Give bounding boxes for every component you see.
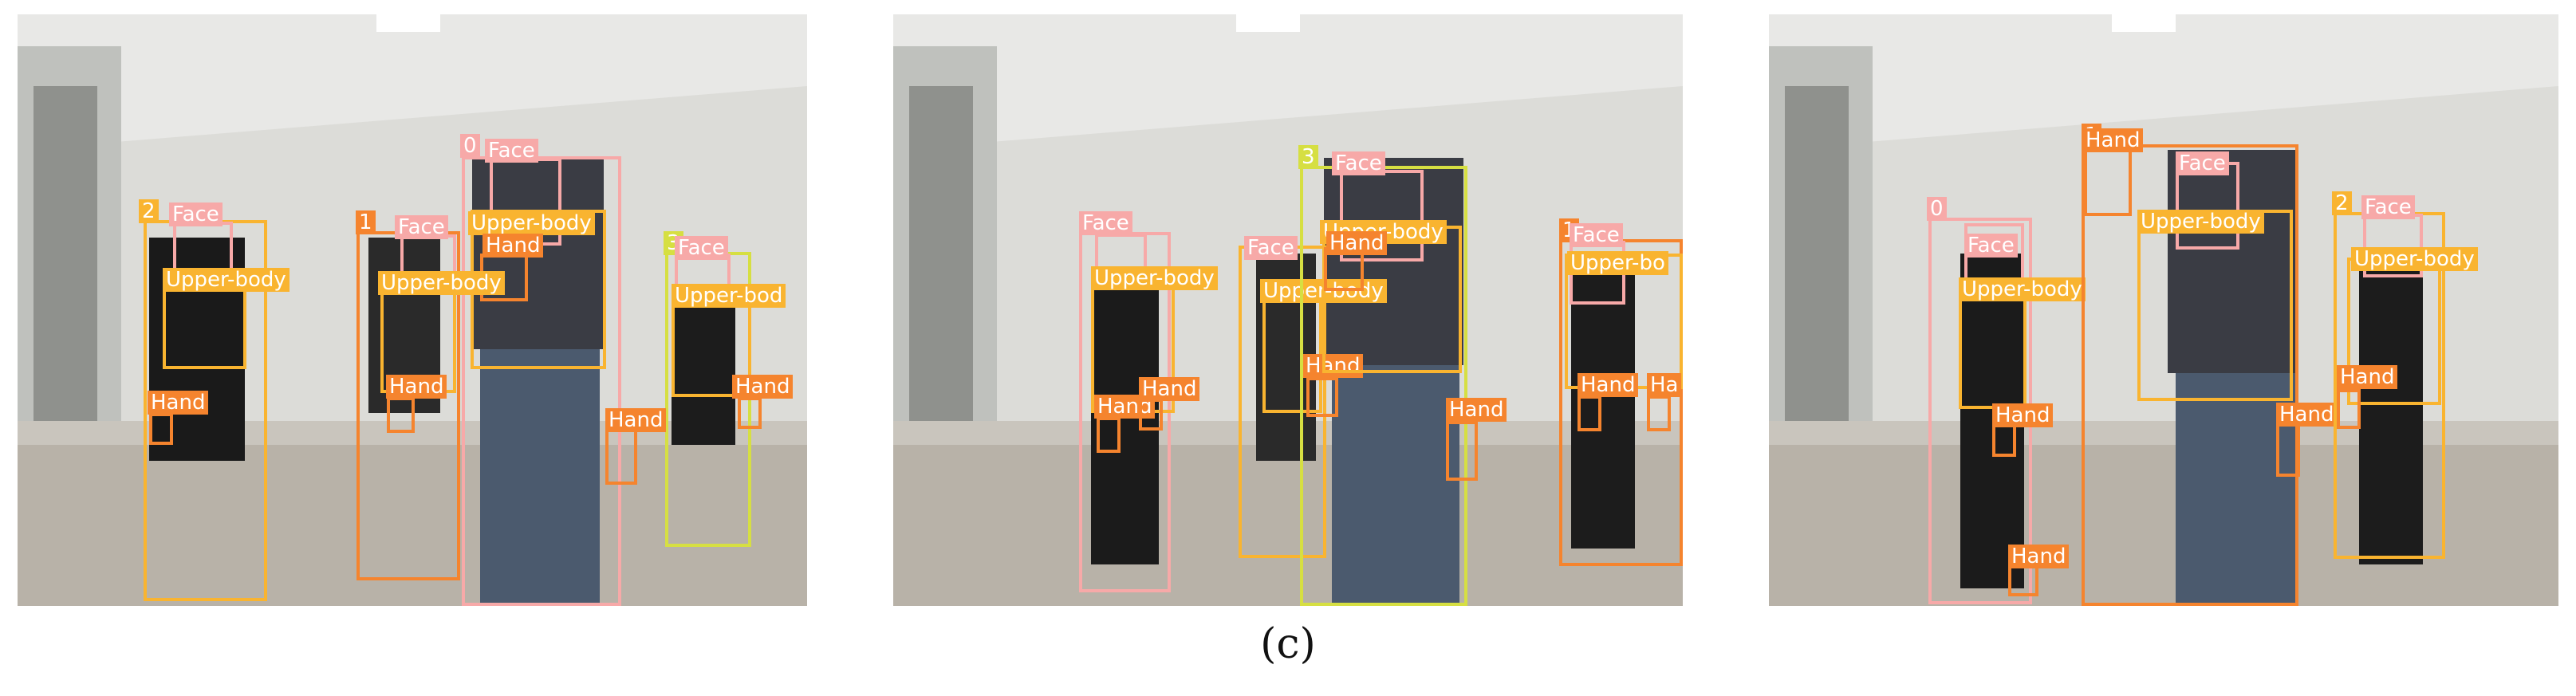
track-id-tag: 2: [139, 199, 159, 223]
hand-tag: Hand: [1326, 231, 1388, 255]
upper-body-tag: Upper-body: [1091, 266, 1218, 290]
hand-box: [1306, 377, 1338, 417]
hand-tag: Hand: [1992, 403, 2054, 427]
hand-tag: Hand: [2276, 403, 2338, 427]
hand-box: [1578, 395, 1601, 431]
figure-caption: (c): [1260, 620, 1316, 668]
hand-box: [1446, 421, 1478, 481]
face-tag: Face: [1570, 223, 1623, 247]
face-tag: Face: [1964, 234, 2018, 258]
hand-box: [1647, 395, 1671, 431]
hand-box: [149, 413, 173, 445]
hand-tag: Hand: [2008, 545, 2070, 568]
face-tag: Face: [675, 236, 728, 260]
hand-box: [1139, 399, 1163, 431]
scene-photo-3: [1769, 14, 2558, 606]
hand-tag: Hand: [148, 391, 209, 415]
upper-body-tag: Upper-body: [1959, 277, 2086, 301]
track-id-tag: 2: [2332, 191, 2352, 215]
hand-tag: Hand: [1578, 373, 1639, 397]
hand-tag: Hand: [386, 375, 447, 399]
hand-tag: Hand: [1094, 395, 1156, 419]
hand-tag: Hand: [1446, 398, 1507, 422]
upper-body-tag: Upper-body: [2351, 247, 2478, 271]
track-id-tag: 3: [1298, 145, 1318, 169]
hand-box: [2276, 421, 2300, 477]
person-1-box: [2082, 144, 2298, 606]
photo-panel-1: 0 Face Upper-body Hand 2 Face Upper-body…: [18, 14, 807, 606]
upper-body-tag: Upper-body: [378, 271, 505, 295]
face-tag: Face: [395, 215, 448, 239]
upper-body-tag: Upper-body: [2137, 210, 2264, 234]
upper-body-box: [2137, 210, 2293, 401]
hand-tag: Hand: [732, 375, 794, 399]
face-tag: Face: [1332, 151, 1385, 175]
upper-body-tag: Upper-body: [468, 211, 595, 235]
hand-tag: Hand: [2082, 128, 2144, 152]
track-id-tag: 1: [356, 210, 376, 234]
hand-box: [2084, 144, 2132, 216]
hand-tag: Ha: [1647, 373, 1682, 397]
face-tag: Face: [1079, 211, 1132, 235]
track-id-tag: 0: [1927, 197, 1947, 221]
hand-box: [1097, 417, 1121, 453]
photo-panel-2: Face Upper-body Hand Hand Face Upper-bod…: [893, 14, 1683, 606]
hand-box: [738, 397, 762, 429]
hand-tag: Hand: [483, 234, 544, 258]
hand-tag: Hand: [2337, 365, 2398, 389]
hand-box: [2008, 564, 2038, 596]
track-id-tag: 0: [460, 134, 480, 158]
photo-panel-3: 0 Face Upper-body Hand Hand 1 Hand Face …: [1769, 14, 2558, 606]
hand-tag: Hand: [605, 408, 667, 432]
hand-box: [605, 429, 637, 485]
face-tag: Face: [1244, 236, 1298, 260]
scene-photo-2: [893, 14, 1683, 606]
hand-box: [2337, 389, 2361, 429]
face-tag: Face: [2361, 195, 2415, 219]
hand-tag: Hand: [1302, 354, 1364, 378]
face-tag: Face: [2176, 151, 2229, 175]
face-tag: Face: [169, 203, 223, 226]
hand-box: [387, 397, 415, 433]
face-tag: Face: [485, 139, 538, 163]
hand-tag: Hand: [1139, 377, 1200, 401]
upper-body-tag: Upper-bod: [672, 284, 786, 308]
upper-body-tag: Upper-bo: [1567, 251, 1668, 275]
upper-body-tag: Upper-body: [163, 268, 290, 292]
